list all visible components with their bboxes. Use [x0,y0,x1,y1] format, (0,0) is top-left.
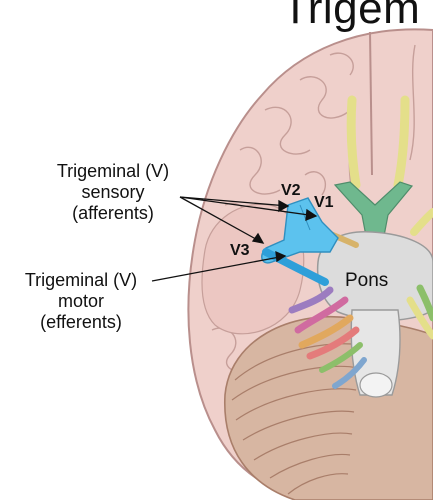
motor-label: Trigeminal (V) motor (efferents) [6,270,156,333]
page-title: Trigem [282,0,421,33]
v3-label: V3 [230,242,250,259]
motor-label-line2: motor [57,291,104,311]
v1-label: V1 [314,194,334,211]
medulla [350,309,401,396]
v2-label: V2 [281,182,301,199]
optic-chiasm [333,181,414,237]
sensory-label-line1: Trigeminal (V) [56,161,170,181]
pons-label: Pons [345,270,389,291]
sensory-label-line3: (afferents) [72,203,154,223]
sensory-label-line2: sensory [81,182,145,202]
motor-label-line3: (efferents) [40,312,122,332]
cerebellar-folia [231,343,361,495]
cranial-nerves [288,208,433,389]
motor-label-line1: Trigeminal (V) [24,270,138,290]
pointer-lines [151,196,318,282]
sensory-label: Trigeminal (V) sensory (afferents) [38,161,188,224]
trigeminal-motor-root [262,248,329,286]
olfactory-tract [346,95,361,190]
